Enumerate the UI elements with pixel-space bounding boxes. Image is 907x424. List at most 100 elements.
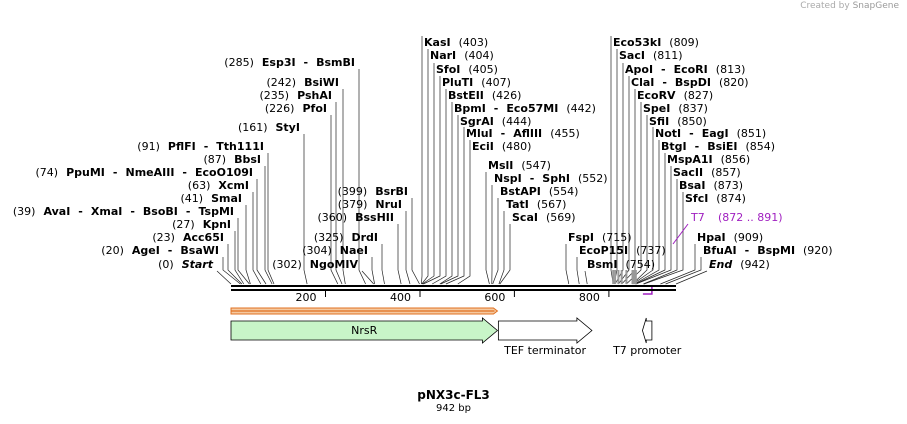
site-bsteii: BstEII(426)	[448, 89, 521, 102]
leader-xcmi	[252, 192, 262, 285]
site-position: (161)	[238, 121, 268, 134]
leader-mlui	[445, 127, 465, 285]
site-position: (442)	[566, 102, 596, 115]
site-bstapi: BstAPI(554)	[500, 185, 578, 198]
site-name: Eco57MI	[506, 102, 558, 115]
site-separator: -	[130, 205, 135, 218]
site-nari: NarI(404)	[430, 49, 494, 62]
site-msli: MslI (547)	[488, 159, 551, 172]
site-position: (754)	[626, 258, 656, 271]
site-ngomiv: (302)NgoMIV	[272, 258, 358, 271]
cut-cluster-mark	[614, 270, 617, 284]
site-sfoi: SfoI(405)	[436, 63, 498, 76]
site-position: (569)	[546, 211, 576, 224]
site-separator: -	[494, 102, 499, 115]
primer-position: (872 .. 891)	[718, 211, 783, 224]
leader-pflfi	[267, 153, 275, 285]
feature-t7-promoter: T7 promoter	[612, 317, 682, 357]
site-bpmi: BpmI- Eco57MI(442)	[454, 102, 596, 115]
leader-pluti	[423, 76, 441, 285]
site-name: BsiEI	[707, 140, 737, 153]
leader-smai	[245, 205, 251, 285]
site-position: (41)	[181, 192, 204, 205]
leader-sfci	[643, 192, 684, 285]
site-kpni: (27)KpnI	[172, 218, 231, 231]
site-position: (873)	[714, 179, 744, 192]
watermark-prefix: Created by	[800, 1, 850, 11]
site-name: EciI	[472, 140, 494, 153]
site-position: (20)	[101, 244, 124, 257]
site-name: EcoP15I	[579, 244, 628, 257]
site-position: (809)	[669, 36, 699, 49]
site-separator: -	[78, 205, 83, 218]
site-position: (857)	[711, 166, 741, 179]
site-position: (325)	[314, 231, 344, 244]
site-bbsi: (87)BbsI	[204, 153, 262, 166]
site-name: BspDI	[675, 76, 711, 89]
site-name: TspMI	[199, 205, 235, 218]
site-name: SmaI	[211, 192, 242, 205]
primer-arrow	[642, 286, 653, 295]
site-ppumi: (74)PpuMI- NmeAIII- EcoO109I	[36, 166, 254, 179]
leader-pfoi	[330, 115, 339, 285]
snapgene-watermark: Created by SnapGene	[800, 1, 899, 11]
leader-pshai	[335, 102, 343, 285]
leader-bsteii	[432, 89, 447, 285]
site-position: (91)	[137, 140, 160, 153]
site-separator: -	[304, 56, 309, 69]
site-name: NgoMIV	[310, 258, 359, 271]
site-smai: (41) SmaI	[181, 192, 243, 205]
site-tati: TatI(567)	[506, 198, 566, 211]
site-separator: -	[695, 140, 700, 153]
site-pluti: PluTI(407)	[442, 76, 511, 89]
site-xcmi: (63)XcmI	[188, 179, 249, 192]
site-position: (547)	[521, 159, 551, 172]
ruler-tick-label: 800	[579, 291, 600, 304]
primer-leader	[672, 223, 689, 245]
leader-fspi	[565, 244, 570, 285]
site-drdi: (325) DrdI	[314, 231, 378, 244]
site-name: NarI	[430, 49, 456, 62]
cut-cluster-mark	[625, 270, 628, 284]
site-pshai: (235)PshAI	[260, 89, 332, 102]
site-bsiwi: (242)BsiWI	[267, 76, 340, 89]
feature-arrow	[230, 317, 499, 344]
site-agei: (20) AgeI- BsaWI	[101, 244, 219, 257]
site-name: EcoO109I	[195, 166, 253, 179]
site-name: XmaI	[91, 205, 122, 218]
site-name: BsaWI	[180, 244, 219, 257]
site-bsshii: (360)BssHII	[318, 211, 394, 224]
leader-mspa1i	[635, 153, 666, 285]
leader-kpni	[234, 231, 245, 285]
cut-cluster-mark	[612, 270, 615, 284]
site-hpai: HpaI(909)	[697, 231, 763, 244]
leader-ppumi	[256, 179, 267, 285]
leader-tati	[498, 211, 505, 285]
site-sgrai: SgrAI(444)	[460, 115, 531, 128]
site-sfii: SfiI(850)	[649, 115, 707, 128]
site-name: NotI	[655, 127, 681, 140]
feature-tef-terminator: TEF terminator	[497, 317, 593, 357]
primer-name: T7	[690, 211, 705, 224]
site-name: AgeI	[132, 244, 160, 257]
site-name: DrdI	[352, 231, 379, 244]
leader-drdi	[381, 244, 385, 285]
leader-naei	[371, 257, 375, 285]
cut-cluster-mark	[634, 270, 637, 284]
leader-ngomiv	[361, 270, 374, 285]
feature-track: NrsR TEF terminator T7 promoter	[230, 307, 682, 357]
site-bsmi: BsmI(754)	[587, 258, 655, 271]
site-name: SgrAI	[460, 115, 494, 128]
site-position: (909)	[734, 231, 764, 244]
site-position: (813)	[716, 63, 746, 76]
site-position: (874)	[716, 192, 746, 205]
feature-label: NrsR	[351, 324, 377, 337]
site-name: MslI	[488, 159, 513, 172]
site-kasi: KasI(403)	[424, 36, 488, 49]
site-separator: -	[168, 244, 173, 257]
site-position: (226)	[265, 102, 295, 115]
site-position: (715)	[602, 231, 632, 244]
site-fspi: FspI(715)	[568, 231, 632, 244]
site-name: BtgI	[661, 140, 687, 153]
site-position: (854)	[746, 140, 776, 153]
